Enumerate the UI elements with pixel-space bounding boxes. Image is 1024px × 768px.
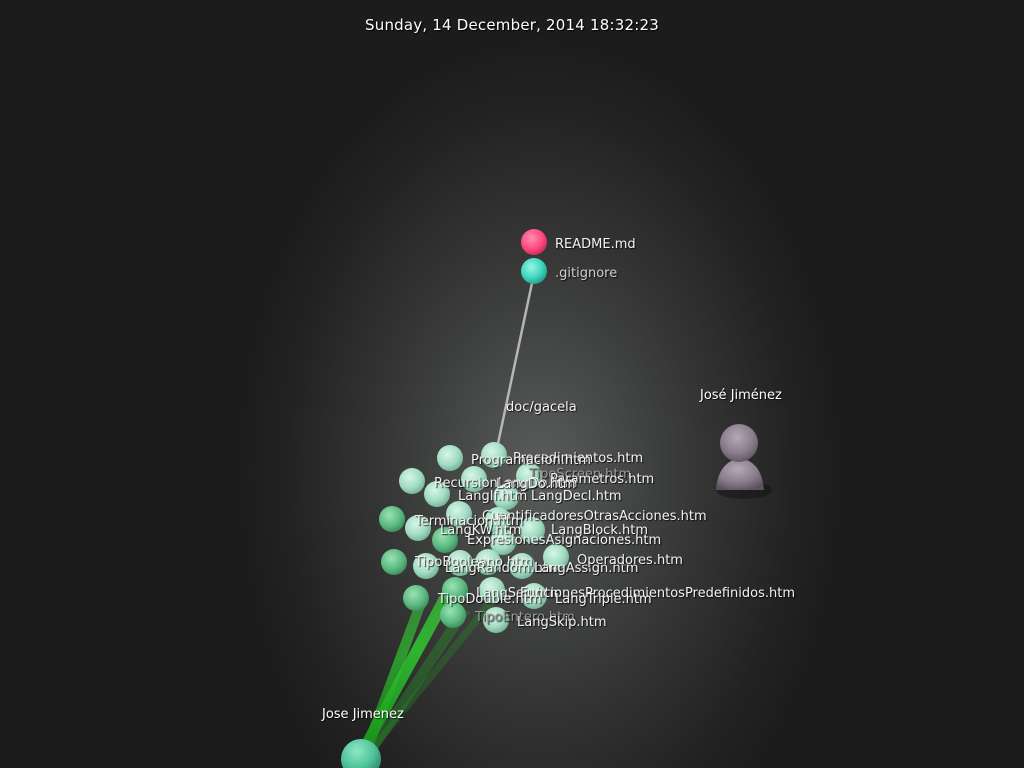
user-avatar-jose-jimenez[interactable] <box>341 739 381 768</box>
directory-edge <box>494 282 534 454</box>
file-node-cluster <box>379 229 569 633</box>
file-node <box>437 445 463 471</box>
file-label: TipoDouble.htm <box>438 592 542 607</box>
directory-label: doc/gacela <box>506 400 577 415</box>
file-label: LangAssign.htm <box>534 561 639 576</box>
file-node <box>521 583 547 609</box>
file-label: Parametros.htm <box>550 472 655 487</box>
file-label-readme: README.md <box>555 237 636 252</box>
file-label: FuncionesProcedimientosPredefinidos.htm <box>520 586 796 601</box>
file-node <box>509 553 535 579</box>
file-label: Procedimientos.htm <box>513 451 644 466</box>
file-node-gitignore <box>521 258 547 284</box>
file-node <box>490 529 516 555</box>
file-node <box>432 527 458 553</box>
file-node <box>442 577 468 603</box>
file-node <box>403 585 429 611</box>
file-label: Programacion.htm <box>471 453 591 468</box>
file-node <box>543 544 569 570</box>
file-node <box>446 501 472 527</box>
user-label-jose-jimenez-accent: José Jiménez <box>700 388 782 403</box>
file-label: LangSkip.htm <box>517 615 607 630</box>
file-node <box>461 466 487 492</box>
user-label-jose-jimenez: Jose Jimenez <box>322 707 404 722</box>
file-label: LangRandom.htm <box>445 561 561 576</box>
file-label: LangKW.htm <box>440 523 522 538</box>
file-label: TipoEntero.htm <box>475 610 575 625</box>
commit-beam <box>360 596 428 752</box>
user-avatar-jose-jimenez-accent[interactable] <box>716 424 772 499</box>
file-node <box>516 463 542 489</box>
file-label: LangSeq.htm <box>476 586 563 601</box>
file-label: LangDecl.htm <box>531 489 622 504</box>
file-node <box>447 550 473 576</box>
file-label: LangIf.htm <box>458 489 528 504</box>
file-node <box>481 442 507 468</box>
file-label: LangTriple.htm <box>555 592 652 607</box>
file-node <box>405 515 431 541</box>
file-node <box>519 517 545 543</box>
file-node <box>399 468 425 494</box>
file-label: TipoScreen.htm <box>529 467 632 482</box>
file-node <box>485 507 511 533</box>
file-label: ExpresionesAsignaciones.htm <box>467 533 662 548</box>
commit-beam <box>364 608 470 752</box>
file-label: LangDo.htm <box>496 477 576 492</box>
file-node <box>381 549 407 575</box>
file-label: TipoBooleano.htm <box>415 555 533 570</box>
file-node <box>424 481 450 507</box>
file-label: LangBlock.htm <box>551 523 648 538</box>
file-node <box>475 549 501 575</box>
file-label: RecursionLangDo.htm <box>434 476 578 491</box>
date-display: Sunday, 14 December, 2014 18:32:23 <box>365 16 659 34</box>
file-label: Terminacion.htm <box>415 514 524 529</box>
file-node-readme <box>521 229 547 255</box>
commit-beams <box>356 584 498 752</box>
file-label: CuantificadoresOtrasAcciones.htm <box>482 509 707 524</box>
file-node <box>379 506 405 532</box>
file-node <box>483 607 509 633</box>
file-node <box>493 484 519 510</box>
file-label: Operadores.htm <box>577 553 683 568</box>
file-label-gitignore: .gitignore <box>555 266 618 281</box>
file-node <box>479 577 505 603</box>
file-node <box>413 553 439 579</box>
file-node <box>440 602 466 628</box>
commit-beam <box>366 597 498 752</box>
